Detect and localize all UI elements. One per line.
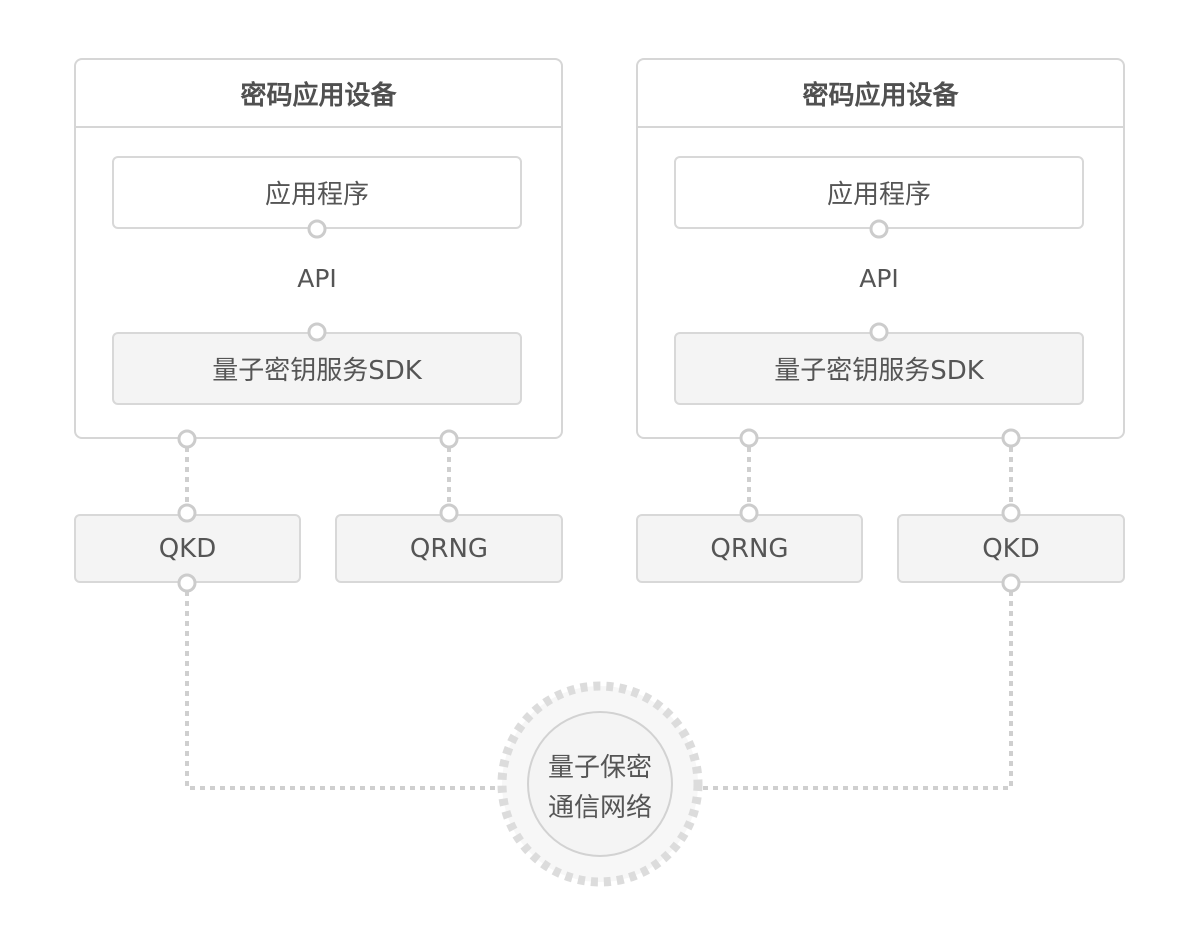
api-label-left: API: [280, 264, 354, 293]
application-box-left: 应用程序: [112, 156, 522, 229]
qrng-box-right: QRNG: [636, 514, 863, 583]
application-box-right: 应用程序: [674, 156, 1084, 229]
port-icon: [439, 503, 459, 523]
network-link-right: [700, 591, 1013, 790]
quantum-network-label: 量子保密 通信网络: [530, 748, 670, 828]
device-title: 密码应用设备: [638, 60, 1123, 128]
port-icon: [177, 503, 197, 523]
port-icon: [869, 219, 889, 239]
port-icon: [439, 429, 459, 449]
network-label-line1: 量子保密: [547, 753, 652, 783]
port-icon: [307, 219, 327, 239]
qrng-box-left: QRNG: [335, 514, 563, 583]
port-icon: [307, 322, 327, 342]
qkd-box-right: QKD: [897, 514, 1125, 583]
port-icon: [739, 428, 759, 448]
api-label-right: API: [842, 264, 916, 293]
port-icon: [869, 322, 889, 342]
network-label-line2: 通信网络: [547, 793, 652, 823]
network-inner-circle: [527, 711, 673, 857]
port-icon: [739, 503, 759, 523]
port-icon: [1001, 573, 1021, 593]
device-title: 密码应用设备: [76, 60, 561, 128]
port-icon: [177, 573, 197, 593]
port-icon: [1001, 503, 1021, 523]
sdk-box-left: 量子密钥服务SDK: [112, 332, 522, 405]
port-icon: [177, 429, 197, 449]
port-icon: [1001, 428, 1021, 448]
